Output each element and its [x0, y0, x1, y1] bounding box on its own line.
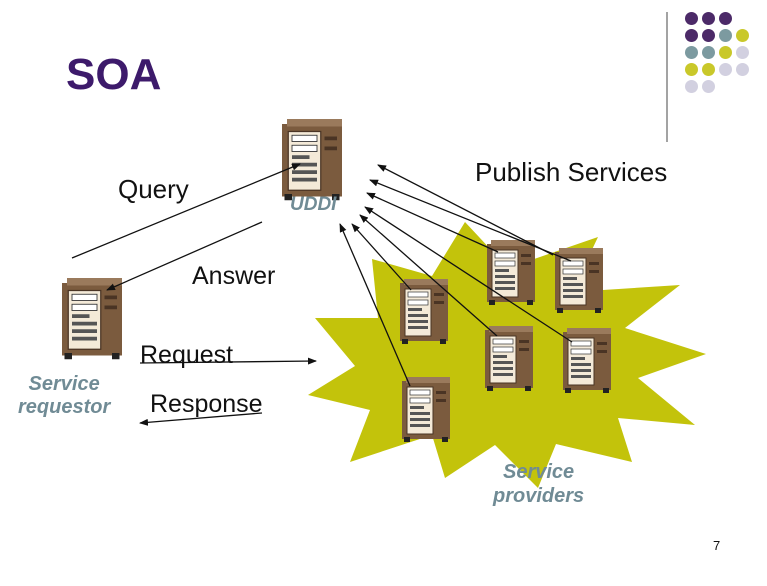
service-requestor-line2: requestor — [18, 396, 111, 418]
answer-arrow — [106, 221, 263, 291]
answer-label: Answer — [192, 262, 276, 290]
provider-server-icon — [399, 278, 449, 345]
service-providers-line2: providers — [493, 485, 585, 507]
decor-dot — [685, 80, 698, 93]
service-providers-label: Service providers — [493, 460, 584, 508]
publish-arrow — [369, 179, 572, 262]
decor-dot — [702, 80, 715, 93]
decor-dot — [685, 63, 698, 76]
provider-server-icon — [562, 327, 612, 394]
decor-dot — [719, 29, 732, 42]
provider-server-icon — [401, 376, 451, 443]
decor-dot — [719, 12, 732, 25]
decor-dot — [685, 29, 698, 42]
decor-dot — [736, 46, 749, 59]
service-requestor-label: Service requestor — [18, 373, 110, 419]
decor-dot — [702, 12, 715, 25]
decor-dot — [702, 46, 715, 59]
service-requestor-line1: Service — [28, 373, 100, 395]
service-providers-line1: Service — [502, 461, 575, 483]
decor-dot — [736, 29, 749, 42]
publish-arrow — [366, 192, 499, 253]
provider-server-icon — [484, 325, 534, 392]
request-label: Request — [140, 341, 234, 369]
response-arrow — [139, 412, 263, 426]
decor-dot — [719, 46, 732, 59]
decor-dot — [685, 46, 698, 59]
decor-dot — [685, 12, 698, 25]
publish-arrow — [339, 223, 411, 387]
decor-dot — [736, 63, 749, 76]
decor-dot — [702, 63, 715, 76]
requestor-server-icon — [61, 277, 123, 360]
publish-arrow — [377, 164, 554, 256]
query-arrow — [71, 163, 301, 259]
uddi-label: UDDI — [290, 194, 337, 215]
request-arrow — [139, 357, 317, 365]
response-label: Response — [150, 390, 263, 418]
uddi-server-icon — [281, 118, 343, 201]
decor-dot — [719, 63, 732, 76]
publish-services-label: Publish Services — [475, 157, 668, 187]
slide-title: SOA — [66, 50, 162, 99]
decor-dot — [702, 29, 715, 42]
publish-arrow — [351, 223, 412, 291]
page-number: 7 — [713, 538, 721, 553]
publish-arrow — [364, 206, 573, 343]
publish-arrow — [359, 214, 498, 337]
query-label: Query — [118, 174, 189, 204]
